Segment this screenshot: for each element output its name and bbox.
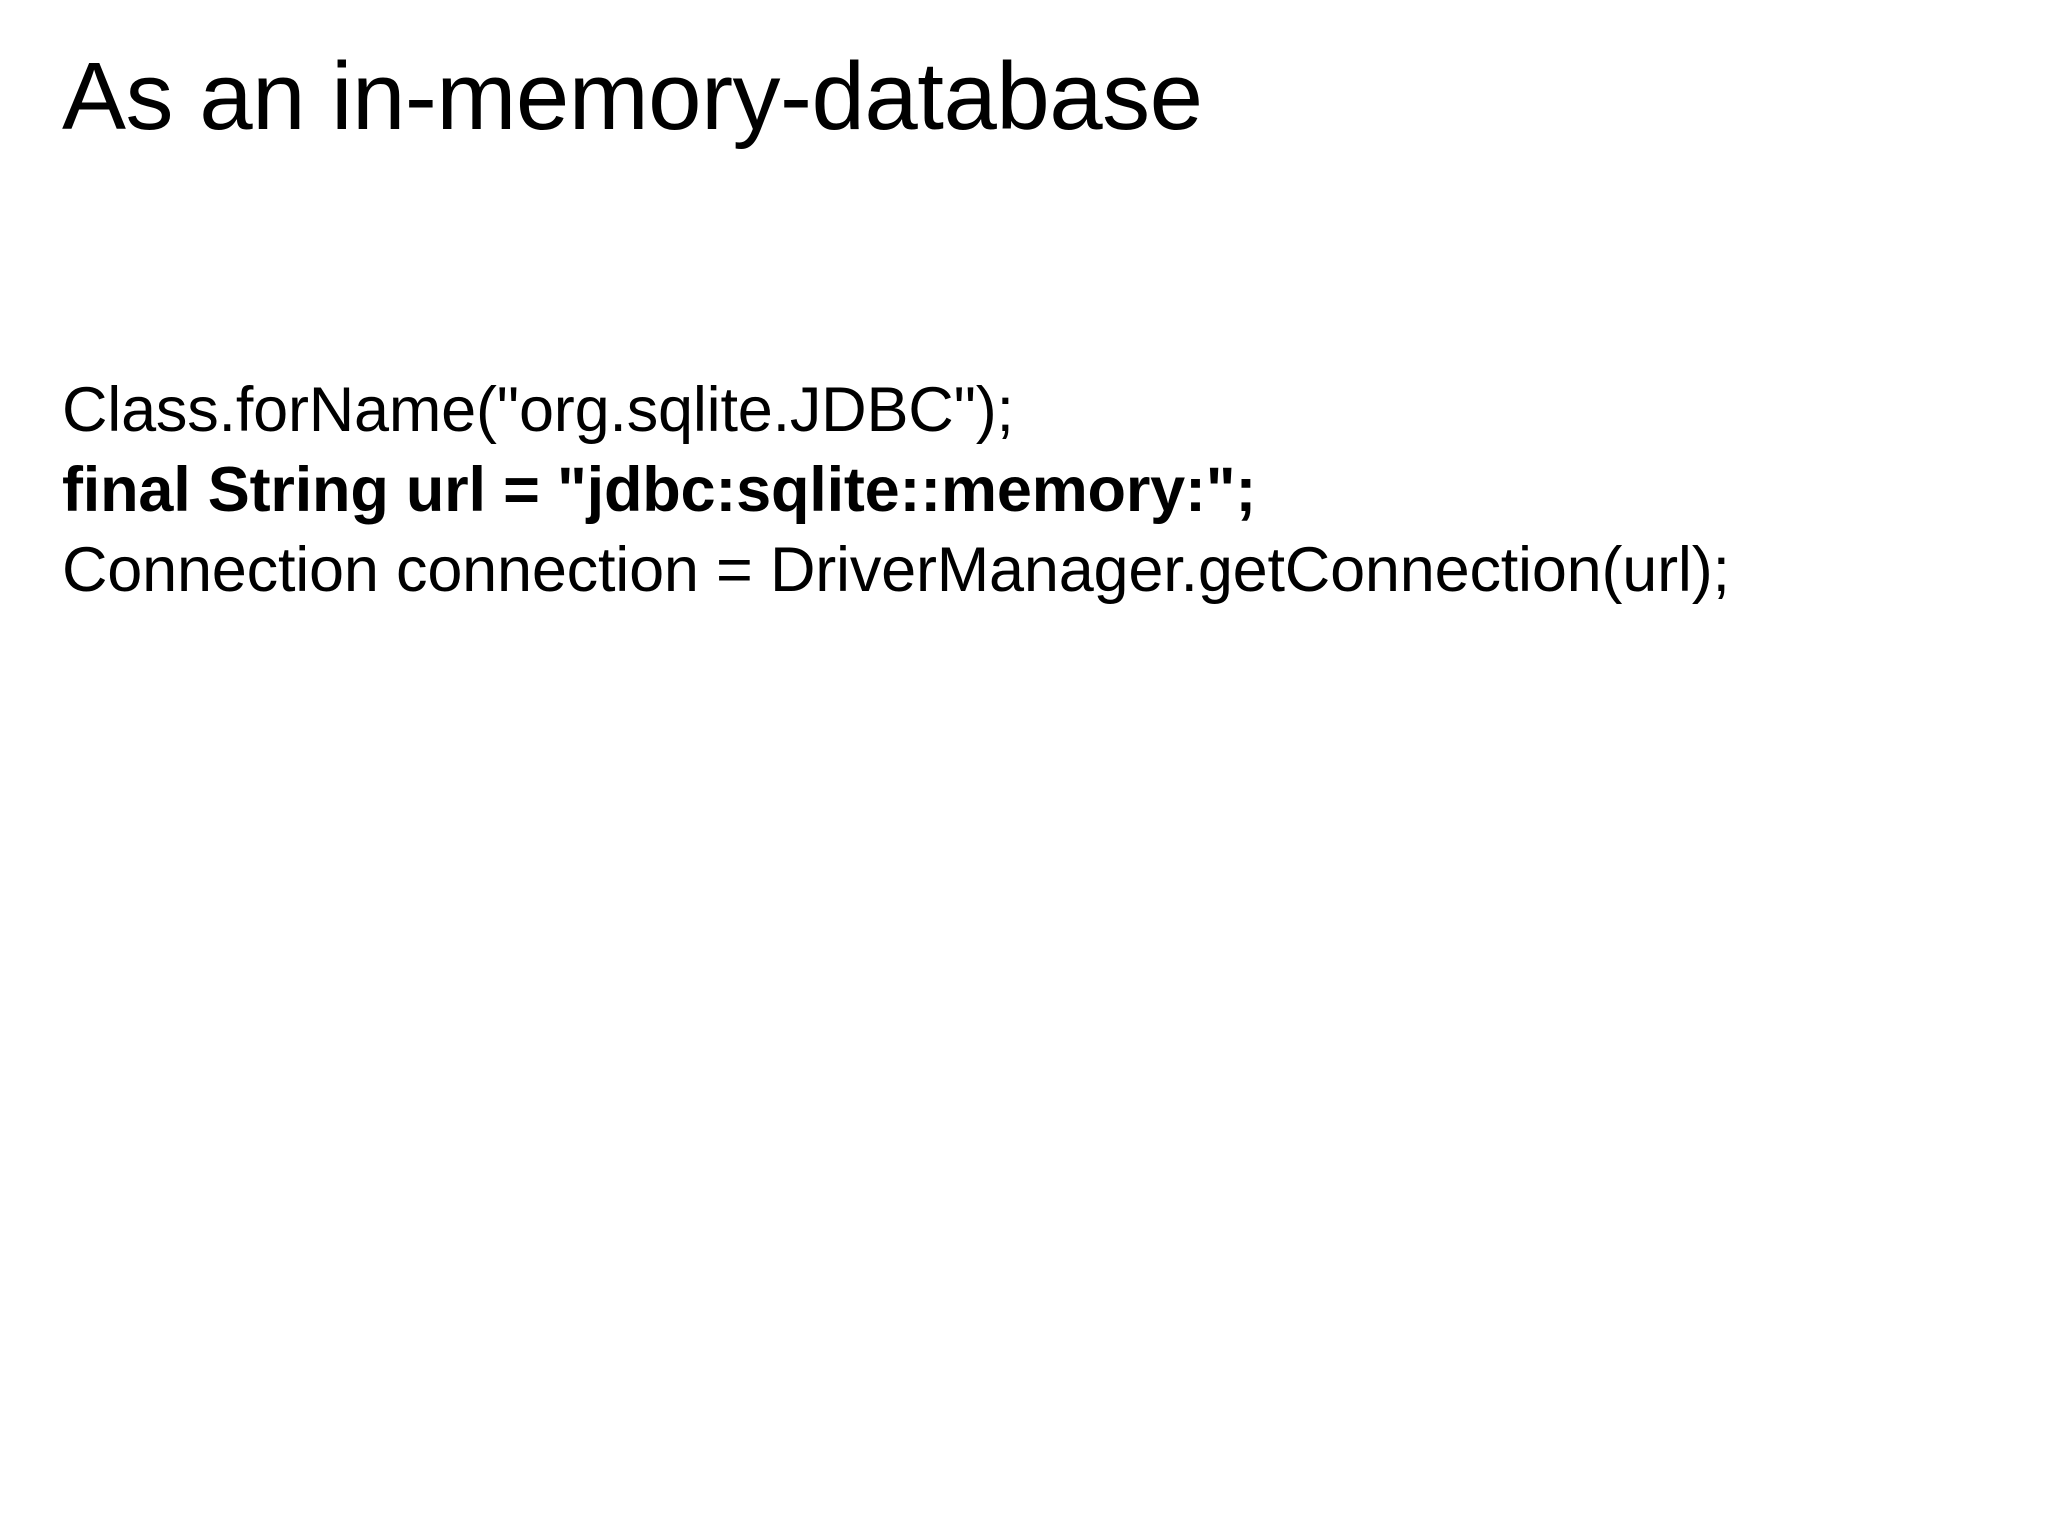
code-line-3: Connection connection = DriverManager.ge… (62, 535, 1730, 605)
code-line-1: Class.forName("org.sqlite.JDBC"); (62, 375, 1014, 445)
code-block: Class.forName("org.sqlite.JDBC"); final … (62, 370, 1962, 610)
code-line-2: final String url = "jdbc:sqlite::memory:… (62, 455, 1257, 525)
page-title: As an in-memory-database (62, 43, 1203, 150)
